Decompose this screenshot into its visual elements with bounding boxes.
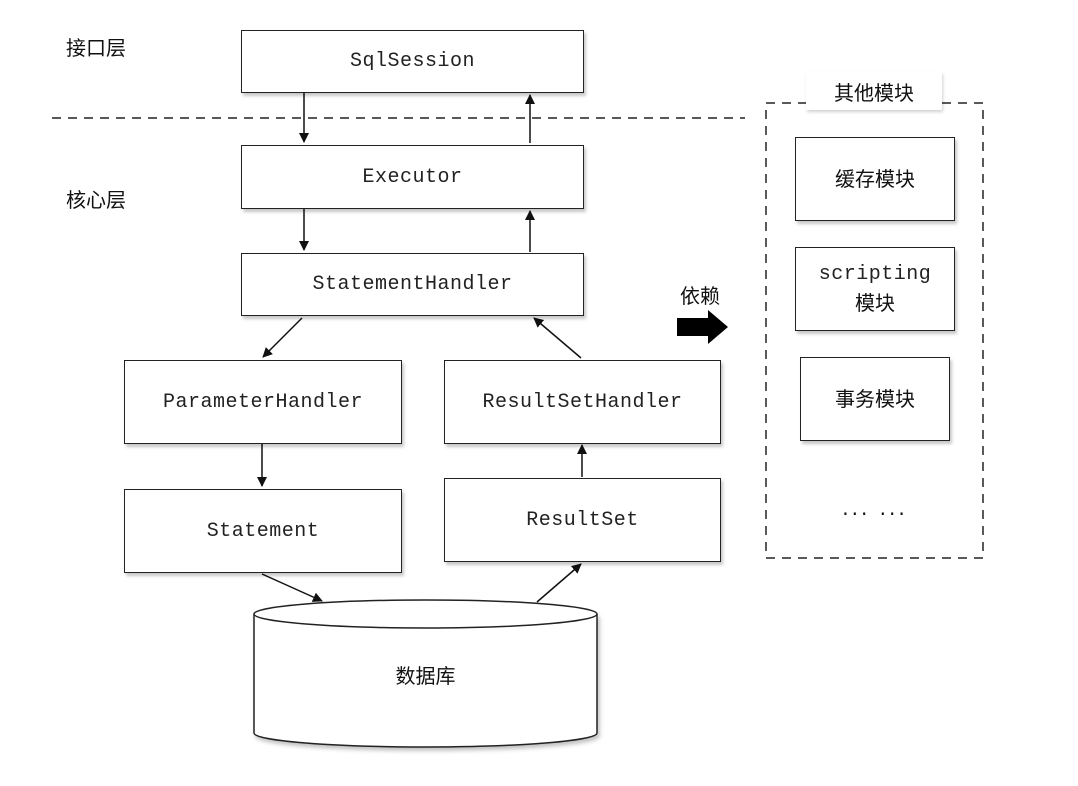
dependency-label: 依赖 xyxy=(680,284,720,308)
scripting-module-suffix: 模块 xyxy=(855,291,895,315)
executor-label: Executor xyxy=(362,165,463,189)
arrow-statement-to-database xyxy=(261,573,323,602)
statement-label: Statement xyxy=(206,519,320,543)
cache-module-label: 缓存模块 xyxy=(835,167,915,191)
cache-module-box: 缓存模块 xyxy=(795,137,955,221)
statement-box: Statement xyxy=(124,489,402,573)
interface-layer-label: 接口层 xyxy=(66,36,126,60)
resultset-handler-label: ResultSetHandler xyxy=(482,390,683,414)
statement-handler-box: StatementHandler xyxy=(241,253,584,316)
executor-box: Executor xyxy=(241,145,584,209)
resultset-label: ResultSet xyxy=(526,508,639,532)
transaction-module-box: 事务模块 xyxy=(800,357,950,441)
arrow-resultsethandler-to-statementhandler xyxy=(533,317,582,359)
arrow-statementhandler-to-parameterhandler xyxy=(262,317,303,358)
other-modules-title: 其他模块 xyxy=(806,72,942,110)
scripting-module-box: scripting 模块 xyxy=(795,247,955,331)
parameter-handler-label: ParameterHandler xyxy=(162,390,364,414)
arrow-database-to-resultset xyxy=(536,563,582,603)
database-cylinder xyxy=(253,599,598,748)
sqlsession-box: SqlSession xyxy=(241,30,584,93)
parameter-handler-box: ParameterHandler xyxy=(124,360,402,444)
scripting-module-label: scripting xyxy=(818,263,932,286)
resultset-handler-box: ResultSetHandler xyxy=(444,360,721,444)
dependency-arrow-icon xyxy=(677,310,728,344)
core-layer-label: 核心层 xyxy=(66,188,126,212)
transaction-module-label: 事务模块 xyxy=(835,387,915,411)
more-modules-ellipsis: ··· ··· xyxy=(842,502,908,526)
resultset-box: ResultSet xyxy=(444,478,721,562)
sqlsession-label: SqlSession xyxy=(349,50,476,73)
statement-handler-label: StatementHandler xyxy=(312,273,513,296)
database-label: 数据库 xyxy=(395,664,456,688)
